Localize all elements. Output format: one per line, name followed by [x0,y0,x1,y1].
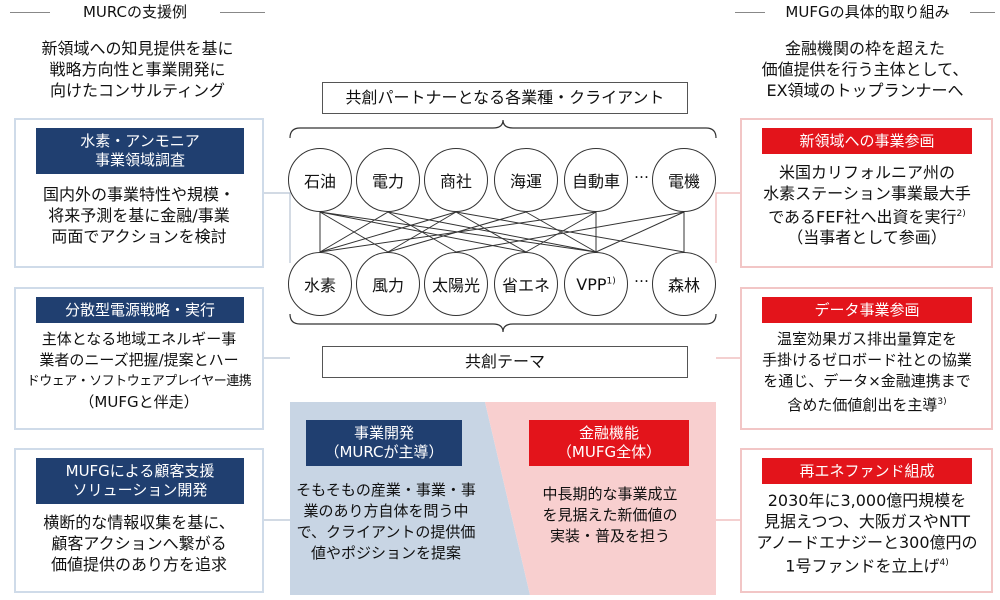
left-panel-hydrogen: 水素・アンモニア事業領域調査 国内外の事業特性や規模・将来予測を基に金融/事業両… [14,118,264,268]
dev-badge: 事業開発（MURCが主導） [306,420,462,466]
panel-badge: 再エネファンド組成 [762,458,972,484]
left-header-rule [220,12,265,13]
panel-badge: 分散型電源戦略・実行 [36,297,244,323]
bottom-brace [289,313,717,333]
network-link [387,211,457,253]
network-link [319,211,389,253]
themes-label: 共創テーマ [322,346,688,378]
left-header: MURCの支援例 [82,3,188,21]
theme-node: VPP1) [564,252,628,316]
network-link [455,211,527,253]
network-link [455,211,685,253]
network-link [319,211,597,253]
network-link [319,211,527,253]
dev-text: そもそもの産業・事業・事業のあり方自体を問う中で、クライアントの提供価値やポジシ… [296,481,476,562]
panel-text: 米国カリフォルニア州の水素ステーション事業最大手 であるFEF社へ出資を実行2)… [763,163,971,248]
left-intro: 新領域への知見提供を基に戦略方向性と事業開発に向けたコンサルティング [41,39,234,100]
right-header-rule [735,12,765,13]
theme-node: 風力 [356,252,420,316]
right-panel-fund: 再エネファンド組成 2030年に3,000億円規模を見据えつつ、大阪ガスやNTT… [740,448,993,593]
theme-node: 太陽光 [424,252,488,316]
network-links [319,211,685,253]
right-panel-participation: 新領域への事業参画 米国カリフォルニア州の水素ステーション事業最大手 であるFE… [740,118,993,268]
right-header-rule [970,12,995,13]
industry-ellipsis: … [634,164,649,182]
network-link [525,211,597,253]
theme-node: 森林 [652,252,716,316]
industry-node: 海運 [494,148,558,212]
panel-text: 横断的な情報収集を基に、顧客アクションへ繋がる価値提供のあり方を追求 [43,513,235,574]
panel-badge: 水素・アンモニア事業領域調査 [36,128,244,174]
panel-text: 国内外の事業特性や規模・将来予測を基に金融/事業両面でアクションを検討 [42,185,235,246]
theme-node: 省エネ [494,252,558,316]
right-header: MUFGの具体的取り組み [785,3,950,21]
network-link [595,211,685,253]
panel-badge: 新領域への事業参画 [762,128,972,154]
industry-node: 電機 [652,148,716,212]
industry-node: 商社 [424,148,488,212]
fin-text: 中長期的な事業成立を見据えた新価値の実装・普及を担う [542,485,678,545]
right-connector [715,192,740,263]
panel-text: 温室効果ガス排出量算定を手掛けるゼロボード社との協業 を通じ、データ×金融連携ま… [762,330,972,414]
left-connector [264,192,291,263]
right-intro: 金融機関の枠を超えた価値提供を行う主体として、EX領域のトップランナーへ [761,39,969,100]
fin-badge: 金融機能（MUFG全体） [529,420,689,466]
industry-node: 電力 [356,148,420,212]
top-brace [289,119,717,139]
panel-text: 2030年に3,000億円規模を見据えつつ、大阪ガスやNTT アノードエナジーと… [756,491,978,576]
theme-node: 水素 [288,252,352,316]
left-panel-distributed: 分散型電源戦略・実行 主体となる地域エネルギー事業者のニーズ把握/提案とハー ド… [14,287,264,430]
partners-label: 共創パートナーとなる各業種・クライアント [322,82,688,114]
panel-text: 主体となる地域エネルギー事業者のニーズ把握/提案とハー ドウェア・ソフトウェアプ… [26,330,252,411]
industry-node: 石油 [288,148,352,212]
panel-badge: MUFGによる顧客支援ソリューション開発 [36,458,244,504]
left-header-rule [10,12,50,13]
right-panel-data: データ事業参画 温室効果ガス排出量算定を手掛けるゼロボード社との協業 を通じ、デ… [740,287,993,430]
industry-node: 自動車 [564,148,628,212]
panel-badge: データ事業参画 [762,297,972,323]
theme-ellipsis: … [634,268,649,286]
left-panel-solution: MUFGによる顧客支援ソリューション開発 横断的な情報収集を基に、顧客アクション… [14,448,264,593]
network-link [319,211,457,253]
